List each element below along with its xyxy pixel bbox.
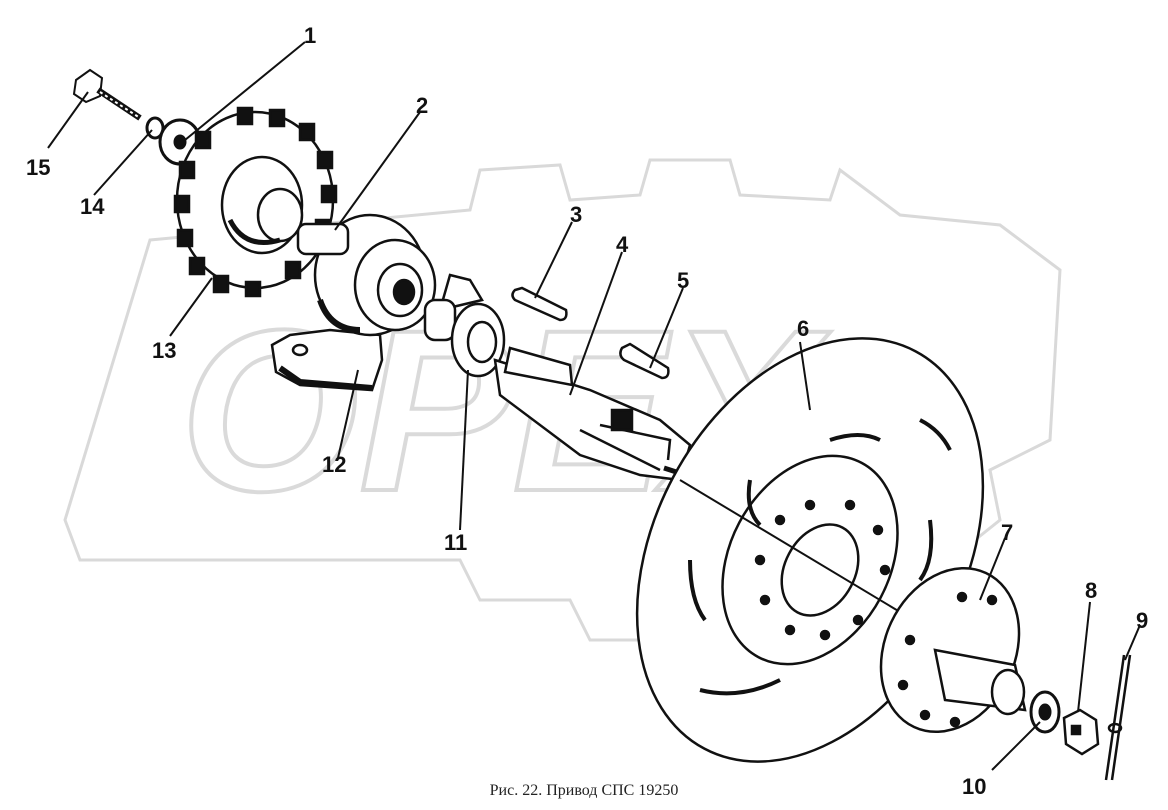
label-part-1: 1 bbox=[304, 23, 316, 48]
label-part-4: 4 bbox=[616, 232, 629, 257]
label-part-11: 11 bbox=[444, 530, 467, 555]
label-part-13: 13 bbox=[152, 338, 176, 363]
leader-lines bbox=[47, 41, 1141, 771]
part-labels: 1 2 3 4 5 6 7 8 9 10 11 12 13 14 15 bbox=[26, 23, 1148, 799]
hub-washer bbox=[1029, 690, 1061, 734]
spacer-ring bbox=[423, 298, 506, 378]
watermark-gear bbox=[63, 158, 1062, 642]
label-part-2: 2 bbox=[416, 93, 428, 118]
figure-caption: Рис. 22. Привод СПС 19250 bbox=[489, 782, 679, 799]
bearing-housing bbox=[270, 213, 484, 392]
hub bbox=[879, 566, 1027, 734]
sprocket bbox=[173, 106, 338, 298]
label-part-9: 9 bbox=[1136, 608, 1148, 633]
label-part-6: 6 bbox=[797, 316, 809, 341]
label-part-8: 8 bbox=[1085, 578, 1097, 603]
label-part-5: 5 bbox=[677, 268, 689, 293]
castle-nut bbox=[1062, 708, 1100, 756]
label-part-10: 10 bbox=[962, 774, 986, 799]
label-part-12: 12 bbox=[322, 452, 346, 477]
key-5 bbox=[619, 342, 670, 380]
label-part-15: 15 bbox=[26, 155, 50, 180]
label-part-3: 3 bbox=[570, 202, 582, 227]
bolt bbox=[72, 68, 142, 121]
key-3 bbox=[511, 286, 568, 322]
cotter-pin bbox=[1104, 654, 1132, 781]
label-part-7: 7 bbox=[1001, 520, 1013, 545]
label-part-14: 14 bbox=[80, 194, 105, 219]
